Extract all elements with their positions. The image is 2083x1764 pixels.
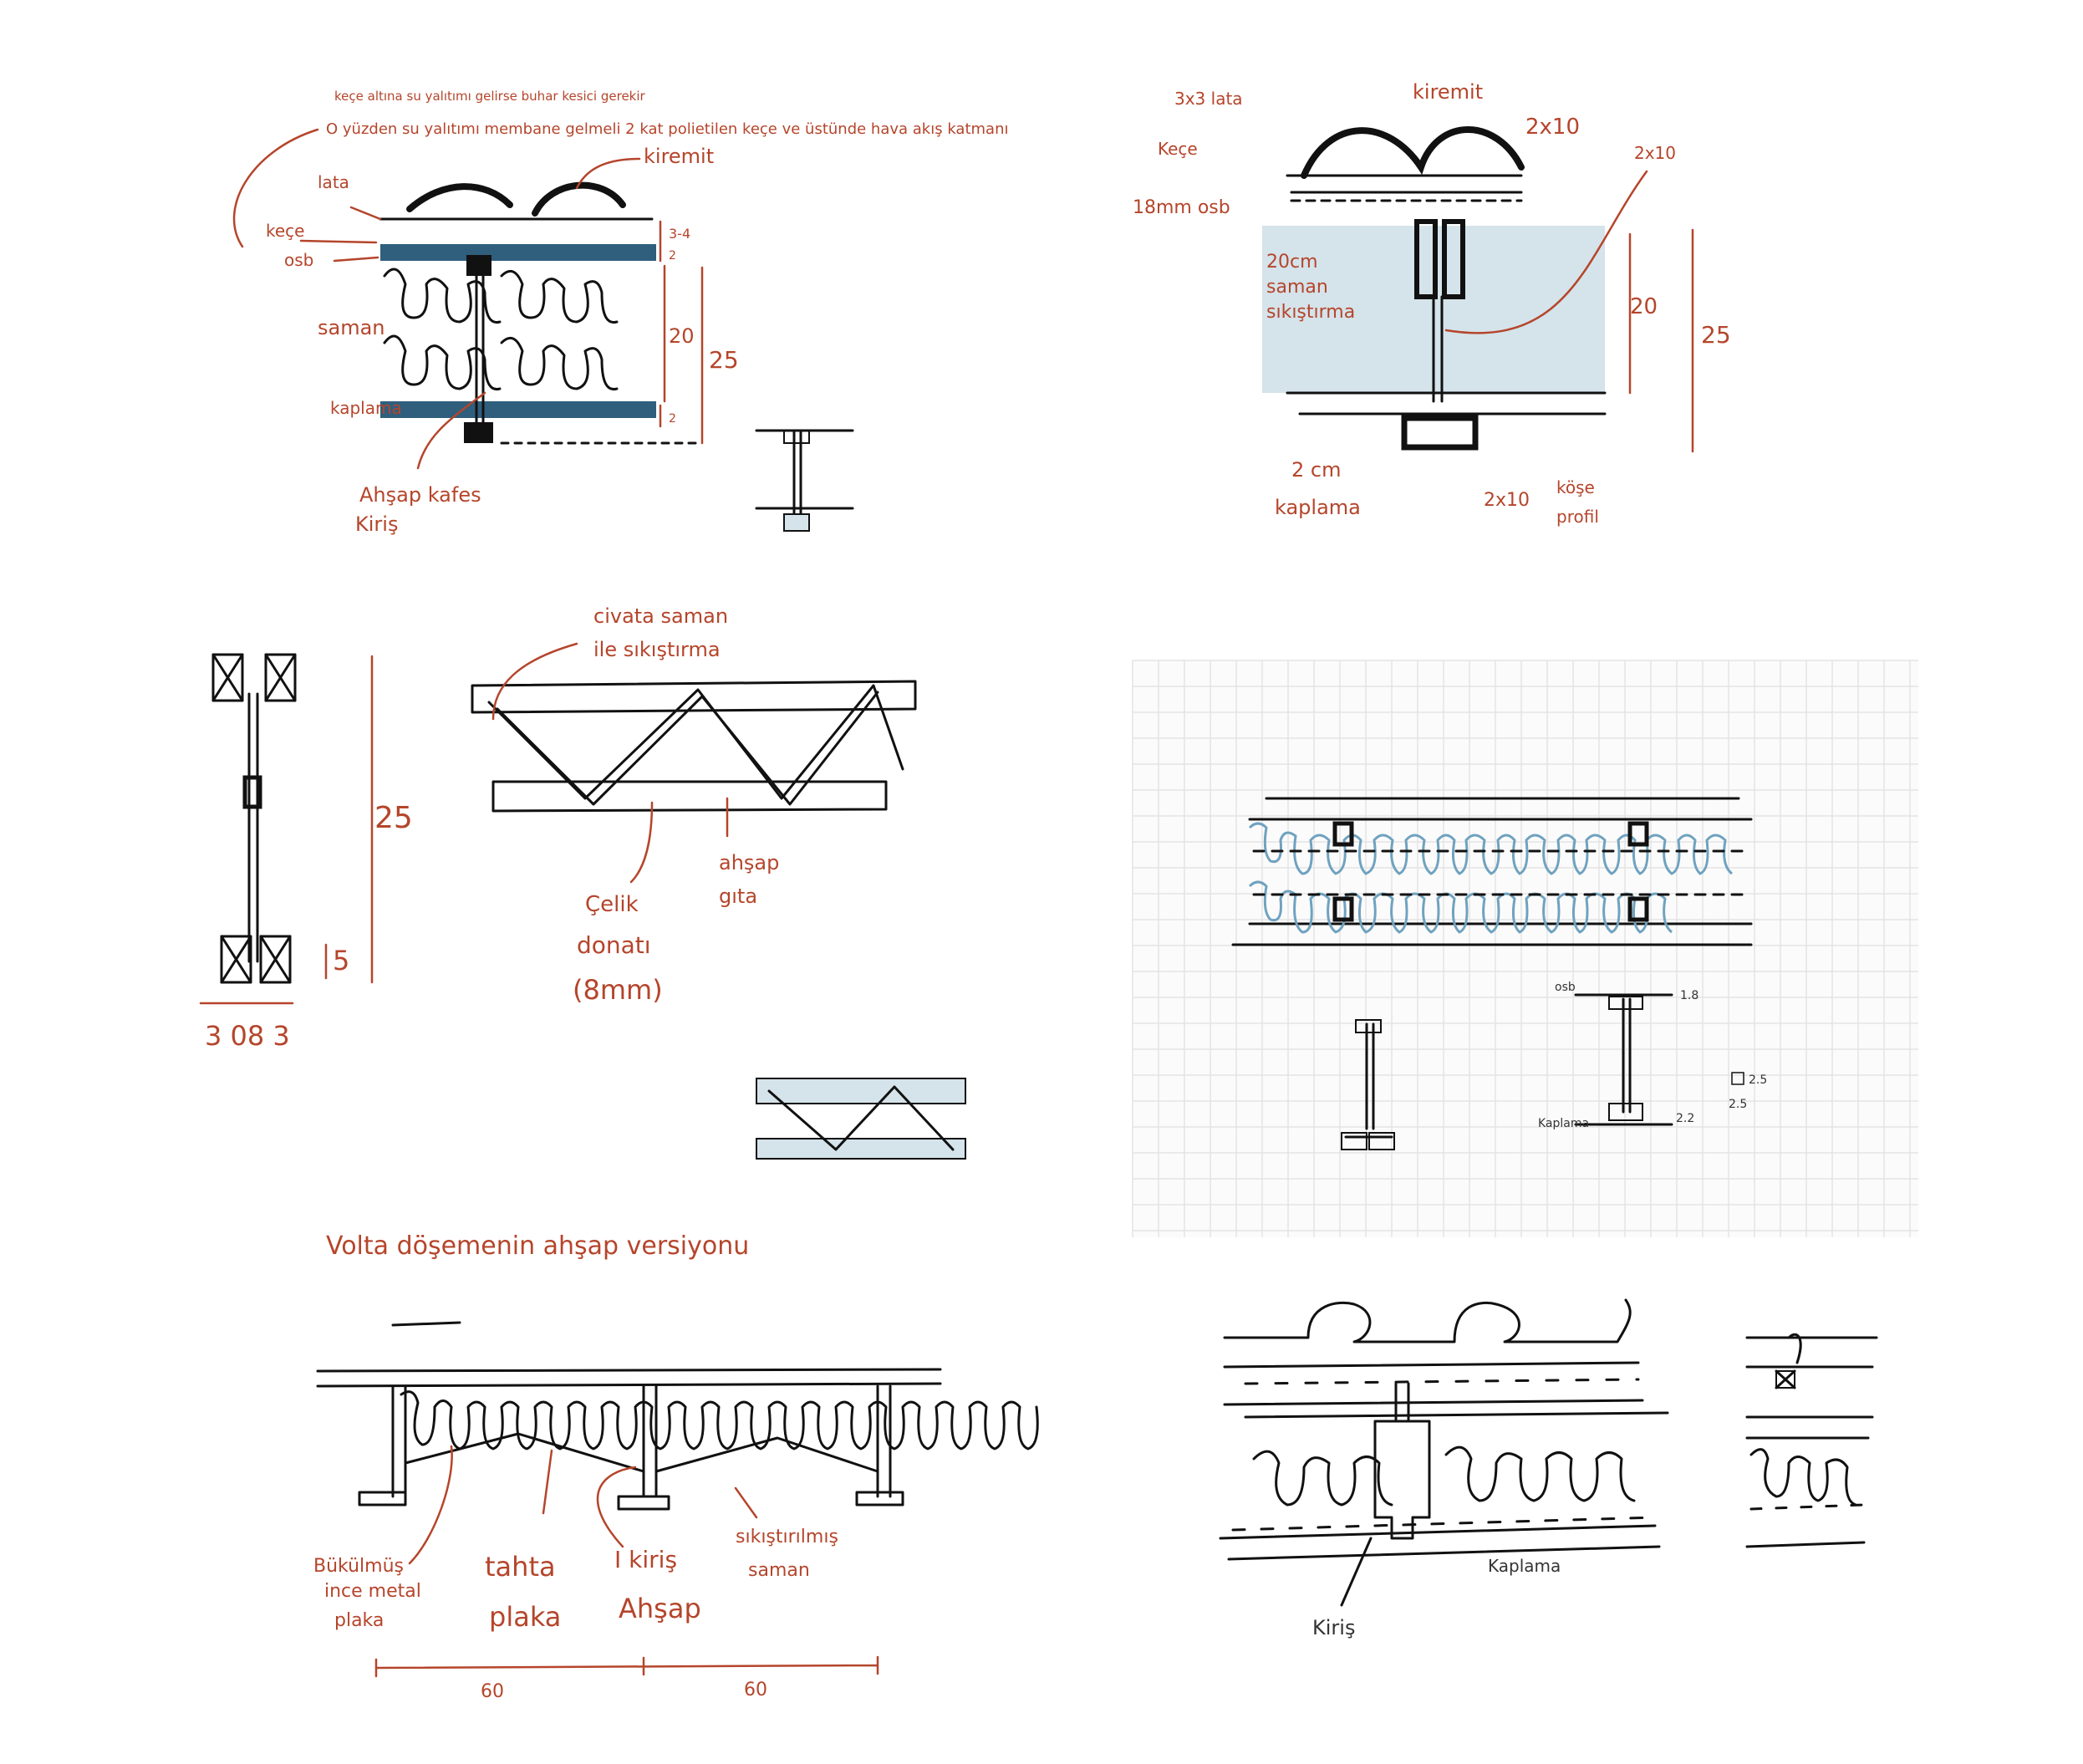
- label-celik-1: Çelik: [585, 892, 639, 917]
- label-saman-3: sıkıştırma: [1266, 302, 1355, 323]
- dim-3-4: 3-4: [669, 226, 690, 242]
- label-bukulmus-3: plaka: [334, 1610, 384, 1631]
- label-saman-2: saman: [1266, 277, 1328, 298]
- label-kose-1: köşe: [1556, 477, 1595, 497]
- dim-5: 5: [333, 945, 349, 976]
- label-sikistirilmis-1: sıkıştırılmış: [736, 1527, 838, 1547]
- note-arrow: [232, 128, 319, 248]
- note-line-2: O yüzden su yalıtımı membane gelmeli 2 k…: [326, 120, 1009, 138]
- label-osb: osb: [1555, 981, 1576, 994]
- label-right-2x10: 2x10: [1634, 143, 1676, 163]
- label-saman: saman: [318, 316, 385, 339]
- label-celik-2: donatı: [577, 931, 651, 959]
- sketch-roof-section-1: keçe altına su yalıtımı gelirse buhar ke…: [232, 89, 1009, 536]
- dim-25: 25: [1701, 321, 1731, 349]
- label-civata-2: ile sıkıştırma: [593, 638, 721, 661]
- label-osb: 18mm osb: [1133, 197, 1230, 218]
- sketch-grid-panel: osb 1.8 Kaplama 2.2 2.5 2.5: [1132, 660, 1918, 1237]
- osb-board: [380, 244, 656, 261]
- top-2x10-left: [1414, 219, 1438, 299]
- label-tahta-1: tahta: [485, 1551, 556, 1583]
- note-line-1: keçe altına su yalıtımı gelirse buhar ke…: [334, 89, 646, 104]
- roof-tile-icon: [406, 181, 626, 217]
- label-kafes-1: Ahşap kafes: [359, 483, 481, 507]
- label-kece: keçe: [266, 221, 304, 241]
- dim-b: 60: [744, 1680, 767, 1700]
- label-kiris: Kiriş: [1312, 1616, 1355, 1639]
- label-saman-1: 20cm: [1266, 252, 1318, 273]
- straw-insulation: [383, 268, 619, 391]
- label-kiremit: kiremit: [644, 145, 714, 168]
- dim-25: 25: [709, 346, 739, 374]
- label-kose-2: profil: [1556, 507, 1599, 527]
- cladding-board: [380, 401, 656, 418]
- label-tahta-2: plaka: [489, 1601, 561, 1633]
- label-ahsap-2: gıta: [719, 885, 757, 908]
- dim-bottom: 3 08 3: [205, 1020, 290, 1052]
- title: Volta döşemenin ahşap versiyonu: [326, 1231, 749, 1261]
- dim-2b: 2: [669, 412, 676, 426]
- label-i-kiris-2: Ahşap: [619, 1593, 701, 1624]
- label-civata-1: civata saman: [593, 604, 728, 628]
- dim-a: 60: [481, 1681, 504, 1702]
- label-i-kiris-1: I kiriş: [614, 1546, 677, 1573]
- sketch-i-joist: 25 5 3 08 3: [199, 653, 413, 1052]
- roof-tile-icon: [1301, 126, 1525, 179]
- sq-25b: 2.5: [1729, 1098, 1747, 1111]
- sketch-volta-floor: Volta döşemenin ahşap versiyonu Bükülmüş…: [313, 1231, 1039, 1702]
- label-bottom-2x10: 2x10: [1484, 490, 1530, 511]
- truss-top-chord: [466, 255, 491, 276]
- label-ahsap-1: ahşap: [719, 851, 779, 874]
- top-2x10-right: [1442, 219, 1465, 299]
- sq-25: 2.5: [1749, 1073, 1767, 1087]
- bottom-2x10: [1401, 415, 1479, 451]
- sketch-truss: civata saman ile sıkıştırma Çelik donatı…: [471, 604, 966, 1160]
- label-kaplama-2: kaplama: [1275, 496, 1361, 519]
- dim-22: 2.2: [1676, 1112, 1694, 1125]
- label-kece: Keçe: [1158, 139, 1198, 159]
- label-lata: 3x3 lata: [1174, 89, 1243, 109]
- label-sikistirilmis-2: saman: [748, 1560, 810, 1581]
- truss-bottom-chord: [464, 422, 493, 443]
- dim-20: 20: [669, 324, 695, 348]
- label-kaplama: kaplama: [330, 398, 402, 418]
- sketch-roof-section-2: 3x3 lata kiremit Keçe 18mm osb 2x10 2x10…: [1133, 80, 1731, 527]
- label-kaplama-1: 2 cm: [1291, 458, 1341, 482]
- dim-20: 20: [1630, 294, 1658, 319]
- sketch-perspective-detail: Kaplama Kiriş: [1219, 1298, 1878, 1639]
- label-kaplama: Kaplama: [1488, 1556, 1561, 1576]
- dim-25: 25: [374, 801, 413, 835]
- label-bukulmus-2: ince metal: [324, 1581, 421, 1602]
- label-celik-3: (8mm): [573, 974, 663, 1006]
- label-lata: lata: [318, 172, 349, 192]
- label-top-2x10: 2x10: [1525, 115, 1580, 140]
- label-osb: osb: [284, 250, 313, 270]
- label-bukulmus-1: Bükülmüş: [313, 1556, 404, 1577]
- dim-18: 1.8: [1680, 989, 1698, 1002]
- dim-2a: 2: [669, 249, 676, 263]
- label-kiremit: kiremit: [1413, 80, 1483, 104]
- label-kafes-2: Kiriş: [355, 512, 398, 536]
- label-kaplama: Kaplama: [1538, 1117, 1589, 1130]
